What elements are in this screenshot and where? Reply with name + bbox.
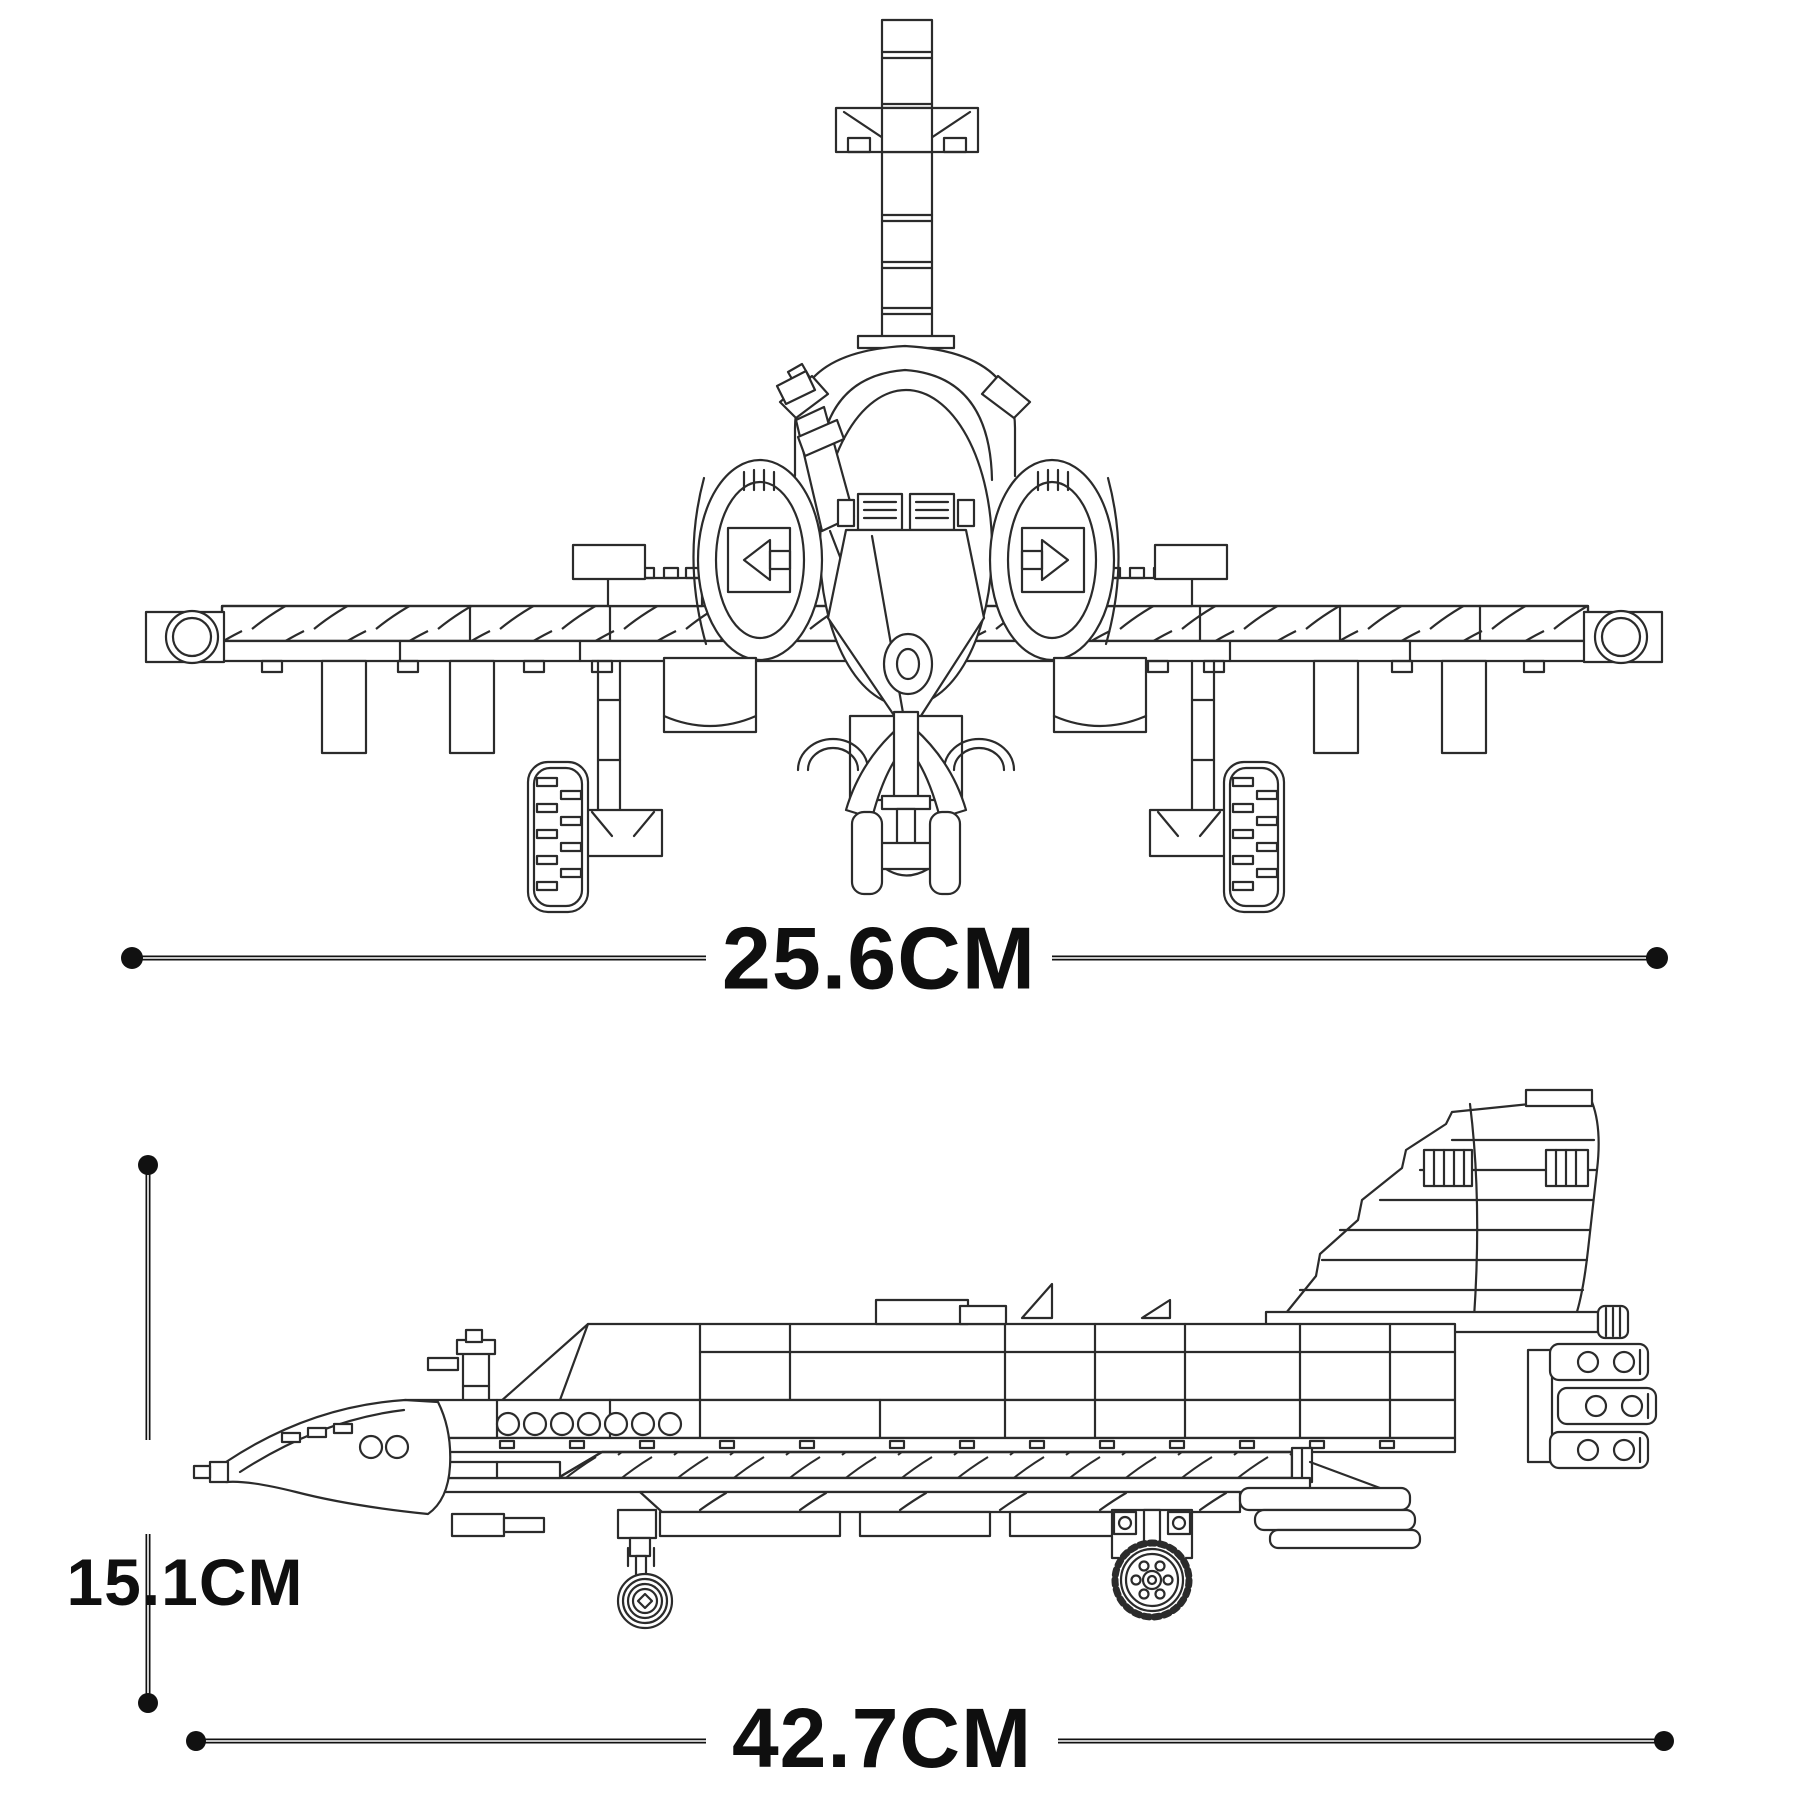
front-right-main-gear <box>1148 659 1286 914</box>
dimension-side-length: 42.7CM <box>186 1691 1674 1785</box>
side-nose-gear <box>616 1508 674 1630</box>
front-nose-cone <box>826 492 986 738</box>
nose-wheel <box>616 1572 674 1630</box>
dimension-endpoint-dot <box>138 1155 158 1175</box>
left-wingtip <box>144 609 226 665</box>
underwing-pylons <box>320 659 1488 755</box>
right-wingtip <box>1582 609 1664 665</box>
front-left-main-gear <box>526 659 664 914</box>
dorsal-fin-small <box>1020 1282 1054 1320</box>
side-wing <box>428 1446 1314 1514</box>
dimension-front-width: 25.6CM <box>121 909 1668 1008</box>
side-tail-fin <box>1280 1088 1600 1320</box>
front-nose-gear <box>850 710 962 896</box>
exhaust-nozzles <box>1526 1342 1658 1470</box>
side-mid-fuselage <box>403 1398 1457 1454</box>
left-intake-ring <box>692 458 824 662</box>
front-tail-fin <box>834 18 980 350</box>
windshield-line <box>498 1322 590 1404</box>
side-view-drawing <box>192 1088 1658 1630</box>
front-view-drawing <box>144 18 1664 914</box>
right-intake-ring <box>988 458 1120 662</box>
side-height-label: 15.1CM <box>66 1545 303 1619</box>
left-main-wheel <box>526 760 590 914</box>
front-width-label: 25.6CM <box>722 909 1036 1008</box>
side-nose-cone <box>192 1398 546 1538</box>
dimension-side-height: 15.1CM <box>66 1155 303 1713</box>
side-rear-gear <box>1110 1508 1194 1621</box>
dimension-endpoint-dot <box>186 1731 206 1751</box>
dimension-endpoint-dot <box>1654 1731 1674 1751</box>
dimension-endpoint-dot <box>138 1693 158 1713</box>
pitot-tube <box>192 1464 212 1480</box>
dimension-endpoint-dot <box>1646 947 1668 969</box>
side-length-label: 42.7CM <box>732 1691 1032 1785</box>
dimension-endpoint-dot <box>121 947 143 969</box>
pitot-base <box>208 1460 230 1484</box>
side-upper-fuselage <box>498 1282 1457 1404</box>
rear-wheel <box>1111 1539 1193 1621</box>
right-main-wheel <box>1222 760 1286 914</box>
